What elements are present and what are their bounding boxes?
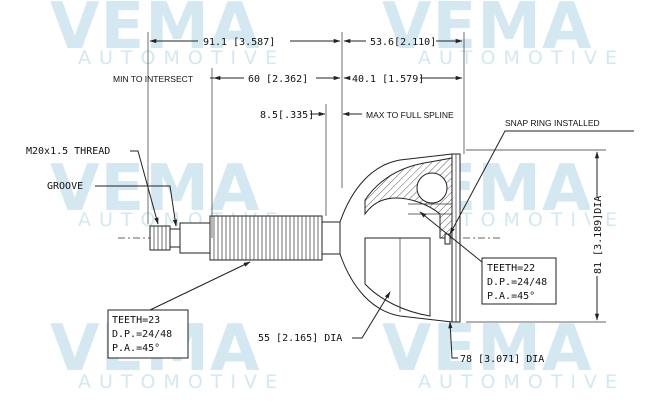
- dim-seal-dia-value: 78 [3.071] DIA: [460, 354, 544, 365]
- spline-inner-dp: D.P.=24/48: [487, 277, 547, 288]
- dim-seal-dia: 78 [3.071] DIA: [448, 321, 544, 365]
- callout-thread: M20x1.5 THREAD: [26, 146, 159, 225]
- dim-stem-dia: 55 [2.165] DIA: [258, 291, 391, 344]
- dim-overall-left-value: 91.1 [3.587]: [203, 37, 275, 48]
- dim-min-to-intersect-value: 60 [2.362]: [248, 74, 308, 85]
- dim-min-to-intersect: MIN TO INTERSECT 60 [2.362] 40.1 [1.579]: [113, 74, 463, 85]
- thread-tip: [149, 225, 171, 251]
- spline-inner-teeth: TEETH=22: [487, 263, 535, 274]
- callout-snap-ring: SNAP RING INSTALLED: [449, 118, 634, 235]
- dim-max-to-full-spline: 8.5[.335] MAX TO FULL SPLINE: [260, 110, 454, 121]
- callout-groove: GROOVE: [47, 181, 178, 227]
- callout-thread-label: M20x1.5 THREAD: [26, 146, 110, 157]
- extension-lines: [147, 32, 606, 323]
- watermark-brand: VEMA: [382, 312, 592, 386]
- dim-overall-right-value: 53.6[2.110]: [370, 37, 436, 48]
- watermark-tagline: AUTOMOTIVE: [418, 47, 625, 69]
- dim-outer-dia-value: 81 [3.189]DIA: [593, 196, 604, 274]
- spline-outer-dp: D.P.=24/48: [112, 329, 172, 340]
- dim-intersect-to-end-value: 40.1 [1.579]: [352, 74, 424, 85]
- dim-min-to-intersect-label: MIN TO INTERSECT: [113, 74, 193, 84]
- dim-stem-dia-value: 55 [2.165] DIA: [258, 333, 342, 344]
- watermark-brand: VEMA: [382, 0, 592, 64]
- spline-spec-outer-box: [107, 309, 189, 359]
- spline-outer-teeth: TEETH=23: [112, 315, 160, 326]
- dim-outer-dia: 81 [3.189]DIA: [590, 151, 604, 321]
- groove-section: [169, 228, 181, 248]
- watermark-tagline: AUTOMOTIVE: [418, 209, 625, 231]
- watermark-logo-bottom-right: VEMA AUTOMOTIVE: [382, 312, 625, 393]
- watermark-tagline: AUTOMOTIVE: [418, 371, 625, 393]
- spline-inner-pa: P.A.=45°: [487, 291, 535, 302]
- shaft-neck: [321, 221, 341, 255]
- watermark-brand: VEMA: [50, 0, 260, 64]
- watermark-logo-top-left: VEMA AUTOMOTIVE: [50, 0, 285, 69]
- dim-max-to-full-spline-label: MAX TO FULL SPLINE: [366, 110, 454, 120]
- watermark-tagline: AUTOMOTIVE: [78, 47, 285, 69]
- callout-snap-ring-label: SNAP RING INSTALLED: [505, 118, 600, 128]
- watermark-tagline: AUTOMOTIVE: [78, 371, 285, 393]
- joint-ball: [416, 172, 448, 204]
- dim-overall: 91.1 [3.587] 53.6[2.110]: [149, 37, 463, 48]
- spline-teeth: [213, 216, 319, 260]
- callout-groove-label: GROOVE: [47, 181, 83, 192]
- cv-joint-part: [149, 153, 461, 323]
- watermark-logo-top-right: VEMA AUTOMOTIVE: [382, 0, 625, 69]
- dim-max-to-full-spline-value: 8.5[.335]: [260, 110, 314, 121]
- shaft-shoulder: [179, 222, 211, 254]
- spline-spec-inner-box: [481, 257, 557, 305]
- spline-outer-pa: P.A.=45°: [112, 343, 160, 354]
- spline-spec-outer: TEETH=23 D.P.=24/48 P.A.=45°: [107, 261, 251, 359]
- spline-spec-inner: TEETH=22 D.P.=24/48 P.A.=45°: [419, 211, 557, 305]
